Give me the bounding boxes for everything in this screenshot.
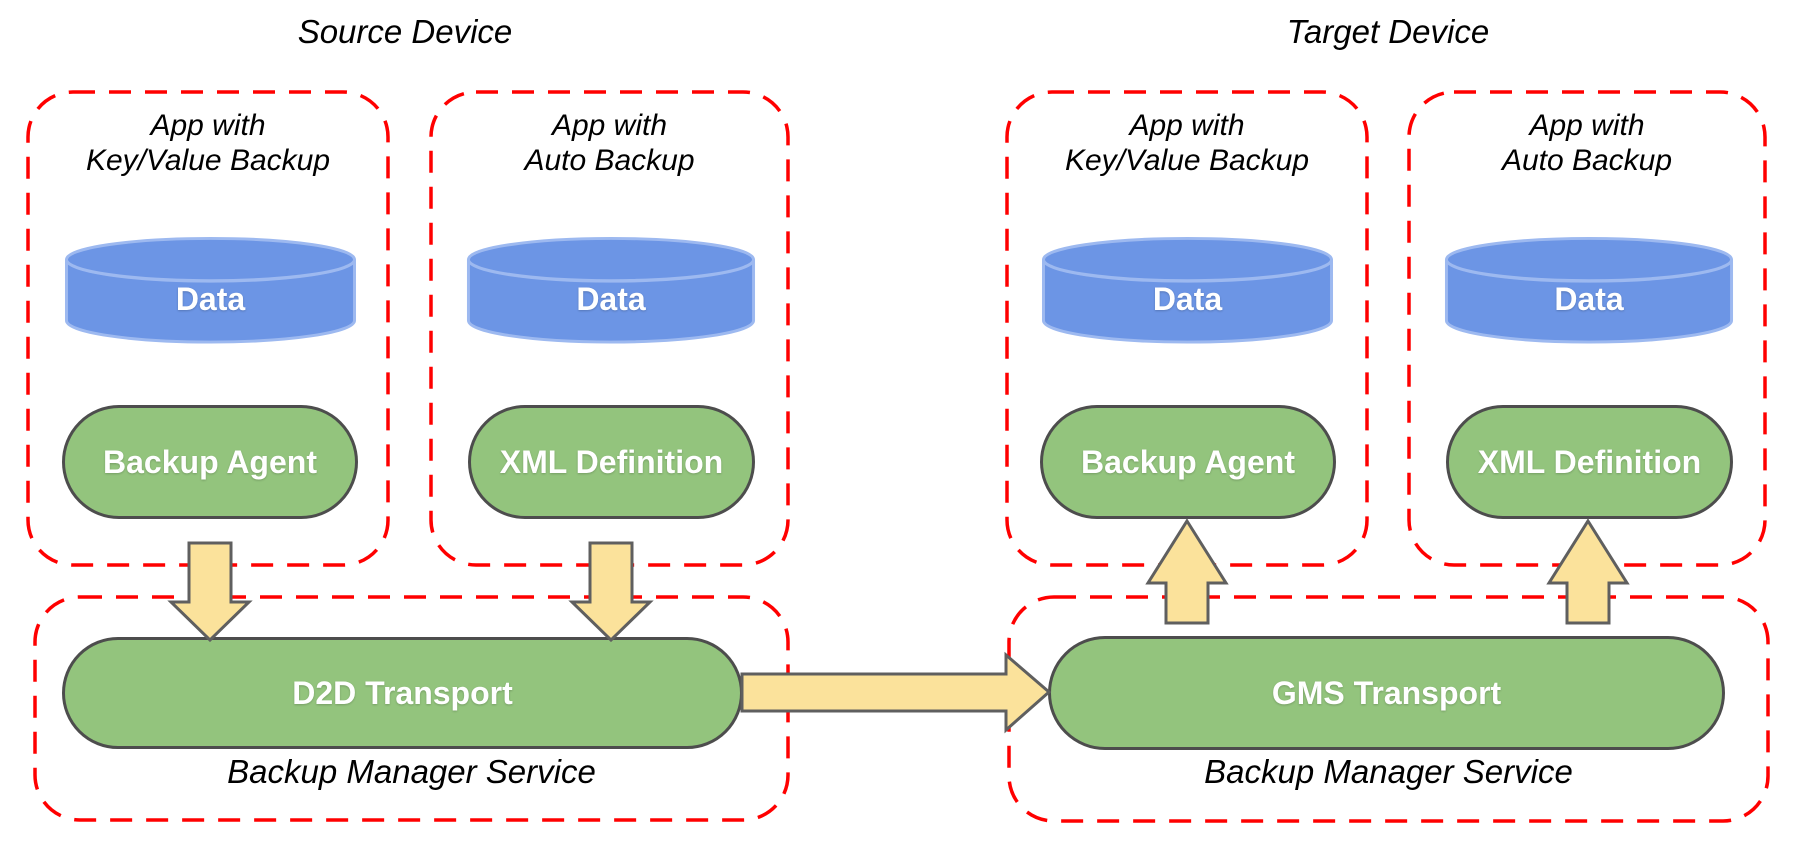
d2d-transport-label: D2D Transport — [292, 674, 513, 711]
backup-manager-service-label: Backup Manager Service — [1204, 753, 1573, 790]
backup-manager-box-source: D2D Transport Backup Manager Service — [33, 595, 790, 822]
app-title: App with Auto Backup — [1407, 108, 1767, 178]
app-title-line1: App with — [551, 109, 668, 142]
xml-definition-label: XML Definition — [1477, 443, 1702, 480]
arrow-down-kv-icon — [167, 541, 253, 643]
backup-manager-service-label: Backup Manager Service — [227, 753, 596, 790]
app-title-line1: App with — [1129, 109, 1245, 142]
gms-transport-label: GMS Transport — [1271, 674, 1502, 711]
backup-manager-box-target: GMS Transport Backup Manager Service — [1007, 595, 1770, 823]
app-box-target-keyvalue: App with Key/Value Backup Data Backup Ag… — [1005, 90, 1369, 567]
app-title-line1: App with — [1529, 109, 1645, 142]
arrow-down-auto-icon — [568, 541, 654, 643]
backup-agent-pill: Backup Agent — [62, 405, 358, 519]
backup-agent-label: Backup Agent — [103, 443, 317, 480]
data-cylinder-icon: Data — [1443, 235, 1735, 345]
arrow-right-transport-icon — [740, 651, 1052, 734]
app-box-source-keyvalue: App with Key/Value Backup Data Backup Ag… — [26, 90, 390, 567]
dashed-boundary — [1007, 595, 1770, 823]
source-device-title: Source Device — [297, 13, 513, 50]
xml-definition-pill: XML Definition — [1446, 405, 1733, 519]
data-label: Data — [175, 281, 246, 317]
app-title: App with Key/Value Backup — [26, 108, 390, 178]
data-cylinder-icon: Data — [1040, 235, 1335, 345]
app-title-line2: Key/Value Backup — [1064, 144, 1310, 177]
arrow-up-auto-icon — [1546, 518, 1630, 625]
app-title-line1: App with — [150, 109, 266, 142]
data-cylinder-icon: Data — [465, 235, 757, 345]
target-device-title: Target Device — [1286, 13, 1490, 50]
arrow-up-kv-icon — [1145, 518, 1229, 625]
data-label: Data — [1152, 281, 1223, 317]
app-title-line2: Key/Value Backup — [85, 144, 331, 177]
backup-agent-label: Backup Agent — [1081, 443, 1295, 480]
data-label: Data — [576, 281, 646, 317]
d2d-transport-pill: D2D Transport — [62, 637, 743, 749]
backup-agent-pill: Backup Agent — [1040, 405, 1336, 519]
xml-definition-label: XML Definition — [499, 443, 724, 480]
app-title-line2: Auto Backup — [524, 144, 695, 177]
app-title: App with Auto Backup — [429, 108, 790, 178]
app-box-source-auto: App with Auto Backup Data XML Definition — [429, 90, 790, 567]
xml-definition-pill: XML Definition — [468, 405, 755, 519]
data-cylinder-icon: Data — [63, 235, 358, 345]
data-label: Data — [1554, 281, 1624, 317]
gms-transport-pill: GMS Transport — [1048, 636, 1725, 750]
app-title-line2: Auto Backup — [1501, 144, 1673, 177]
app-title: App with Key/Value Backup — [1005, 108, 1369, 178]
app-box-target-auto: App with Auto Backup Data XML Definition — [1407, 90, 1767, 567]
